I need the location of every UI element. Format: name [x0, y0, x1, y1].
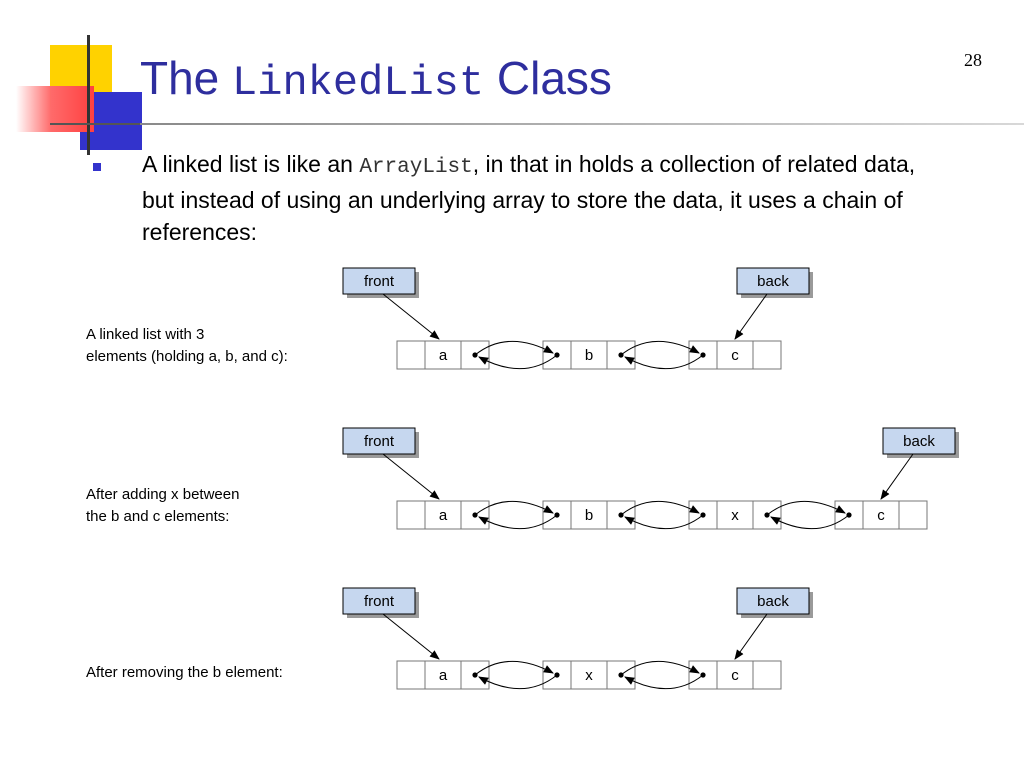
diagram-1-next-link-2	[620, 340, 700, 356]
diagram-1-back-label-text: back	[757, 273, 789, 290]
diagram-3-front-arrow	[382, 613, 440, 660]
diagram-2-next-link-1	[474, 500, 554, 516]
diagram-1-caption: A linked list with 3 elements (holding a,…	[86, 324, 288, 368]
diagram-1-node-3-value: c	[731, 347, 739, 364]
diagram-3-caption: After removing the b element:	[86, 662, 283, 684]
diagram-1-prev-link-1	[478, 354, 558, 370]
slide-logo-decoration	[0, 0, 142, 160]
diagram-2-caption: After adding x between the b and c elemen…	[86, 484, 239, 528]
diagram-3-front-label-box	[342, 587, 416, 615]
diagram-2-caption-line-2: the b and c elements:	[86, 508, 230, 525]
title-rule	[0, 0, 1024, 160]
diagram-2-node-4-value: c	[877, 507, 885, 524]
diagram-1-back-label-box	[736, 267, 810, 295]
diagram-2-node-3-value: x	[731, 507, 739, 524]
diagram-2-front-label-box	[342, 427, 416, 455]
bullet-code: ArrayList	[359, 156, 473, 179]
diagram-3-caption-line-1: After removing the b element:	[86, 664, 283, 681]
title-rule-gradient	[140, 123, 1024, 125]
diagram-2-next-link-3	[766, 500, 846, 516]
diagram-2-next-link-2	[620, 500, 700, 516]
diagram-2-prev-link-1	[478, 514, 558, 530]
page-number: 28	[964, 50, 982, 70]
diagram-1-caption-line-1: A linked list with 3	[86, 326, 205, 343]
bullet-marker	[93, 163, 101, 171]
diagram-2-prev-link-2	[624, 514, 704, 530]
diagram-1-next-link-1	[474, 340, 554, 356]
diagram-3-prev-link-1	[478, 674, 558, 690]
diagram-1-node-2-value: b	[585, 347, 593, 364]
logo-vertical-line	[87, 35, 90, 155]
title-post: Class	[484, 52, 612, 104]
diagram-1-front-arrow	[382, 293, 440, 340]
diagram-3-back-label-box	[736, 587, 810, 615]
diagram-2-front-arrow	[382, 453, 440, 500]
diagram-2-node-2-value: b	[585, 507, 593, 524]
diagram-1-front-label-box	[342, 267, 416, 295]
diagram-3-next-link-2	[620, 660, 700, 676]
slide-title: The LinkedList Class	[140, 50, 612, 111]
diagram-3-next-link-1	[474, 660, 554, 676]
diagram-1-back-arrow	[734, 293, 768, 340]
diagram-2-prev-link-3	[770, 514, 850, 530]
diagram-1-prev-link-2	[624, 354, 704, 370]
bullet-text-1: A linked list is like an	[142, 151, 360, 177]
title-code: LinkedList	[232, 59, 485, 107]
diagram-3-front-label-text: front	[364, 593, 395, 610]
diagram-2-back-label-box	[882, 427, 956, 455]
title-pre: The	[140, 52, 233, 104]
diagram-1-caption-line-2: elements (holding a, b, and c):	[86, 348, 288, 365]
diagram-3-back-label-text: back	[757, 593, 789, 610]
diagram-2-front-label-text: front	[364, 433, 395, 450]
diagram-3-back-arrow	[734, 613, 768, 660]
diagram-2-back-arrow	[880, 453, 914, 500]
diagram-2-back-label-text: back	[903, 433, 935, 450]
diagram-2-node-1-value: a	[439, 507, 448, 524]
diagram-3-node-1-value: a	[439, 667, 448, 684]
diagram-1-front-label-text: front	[364, 273, 395, 290]
diagram-3-prev-link-2	[624, 674, 704, 690]
diagram-1-node-1-value: a	[439, 347, 448, 364]
diagram-2-caption-line-1: After adding x between	[86, 486, 240, 503]
diagram-3-node-3-value: c	[731, 667, 739, 684]
bullet-text: A linked list is like an ArrayList, in t…	[142, 148, 932, 248]
diagram-3-node-2-value: x	[585, 667, 593, 684]
bullet-text-2: , in that in holds a collection of relat…	[142, 151, 916, 245]
